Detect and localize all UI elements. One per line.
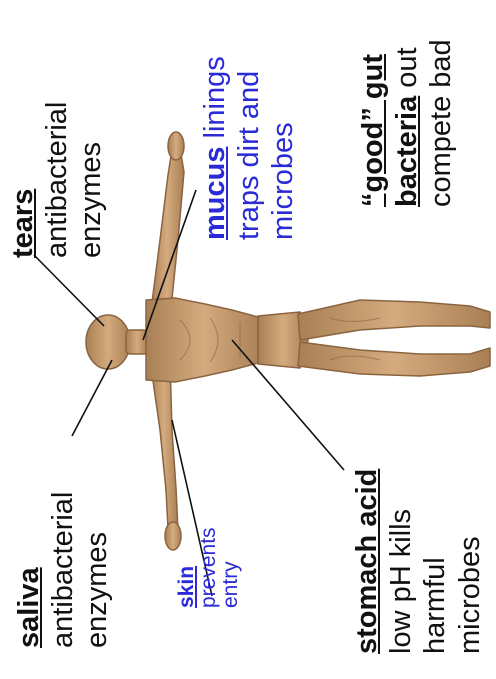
mucus-line-2: microbes	[266, 56, 300, 240]
stomach-line-2: harmful	[418, 469, 452, 654]
stomach-line-1: low pH kills	[384, 469, 418, 654]
raised-arm-upper	[150, 148, 184, 318]
skin-title: skin	[176, 527, 198, 608]
leg-upper	[298, 300, 490, 340]
label-gut-bacteria: “good” gut bacteria out compete bad	[356, 39, 459, 207]
pointer-saliva	[72, 360, 112, 436]
gut-title-2: bacteria	[391, 96, 423, 207]
tears-line-1: antibacterial	[40, 102, 74, 258]
label-stomach-acid: stomach acid low pH kills harmful microb…	[350, 469, 487, 654]
label-saliva: saliva antibacterial enzymes	[12, 492, 115, 648]
stomach-line-3: microbes	[453, 469, 487, 654]
gut-title-1: “good” gut	[356, 39, 390, 207]
label-skin: skin prevents entry	[176, 527, 242, 608]
pointer-tears	[34, 255, 104, 326]
tears-title: tears	[6, 102, 40, 258]
skin-line-1: prevents	[198, 527, 220, 608]
mucus-line-1: traps dirt and	[232, 56, 266, 240]
skin-line-2: entry	[220, 527, 242, 608]
torso	[146, 298, 262, 382]
mucus-title-rest: linings	[199, 56, 231, 146]
leg-lower	[298, 342, 490, 376]
label-mucus: mucus linings traps dirt and microbes	[198, 56, 301, 240]
saliva-line-1: antibacterial	[46, 492, 80, 648]
hand-upper	[168, 132, 184, 160]
arm-lower	[150, 360, 178, 530]
label-tears: tears antibacterial enzymes	[6, 102, 109, 258]
head	[86, 315, 130, 369]
tears-line-2: enzymes	[74, 102, 108, 258]
mucus-title: mucus	[199, 147, 231, 240]
gut-title-2-rest: out	[391, 47, 423, 95]
saliva-line-2: enzymes	[80, 492, 114, 648]
saliva-title: saliva	[12, 492, 46, 648]
stomach-title: stomach acid	[350, 469, 384, 654]
gut-line-1: compete bad	[424, 39, 458, 207]
